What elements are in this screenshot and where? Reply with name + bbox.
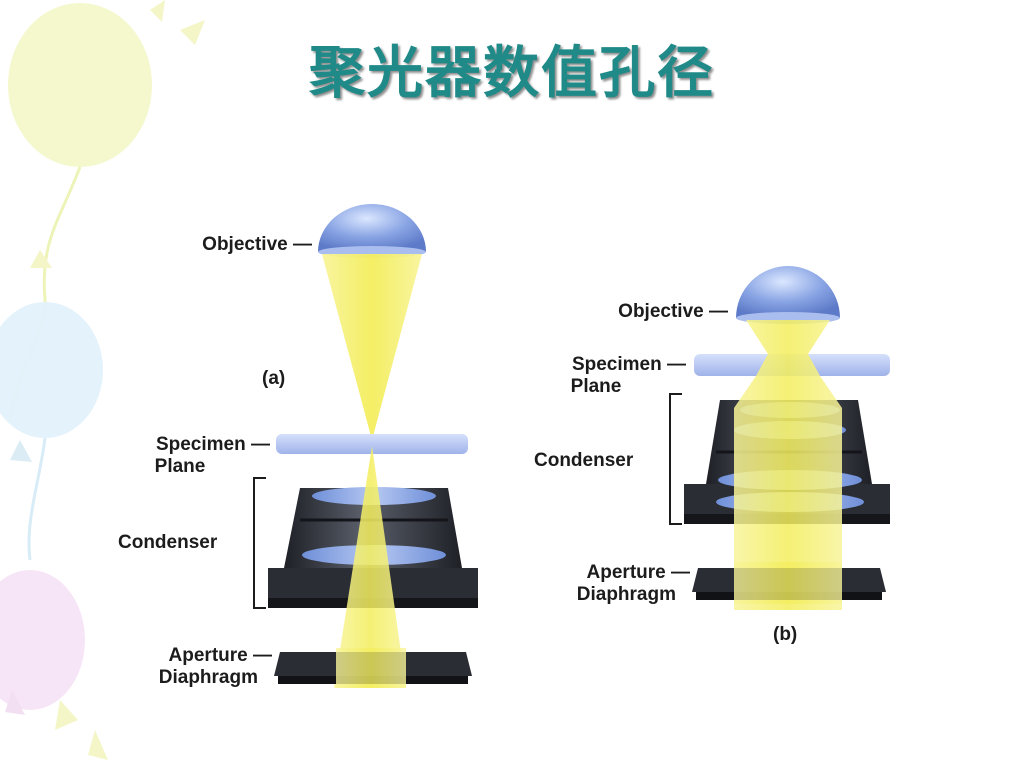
diagram-b: [669, 266, 890, 610]
aperture-diaphragm-a: [274, 648, 472, 688]
specimen-label-b: Specimen — Plane: [528, 354, 686, 398]
panel-label-a: (a): [262, 368, 286, 389]
objective-label-b: Objective —: [618, 301, 728, 322]
objective-lens-a: [318, 204, 426, 258]
objective-lens-b: [736, 266, 840, 324]
condenser-label-a: Condenser: [118, 532, 218, 553]
light-beam-b: [734, 320, 842, 610]
light-cone-lower-a: [334, 446, 406, 688]
specimen-label-b-line1: Specimen —: [571, 354, 686, 375]
condenser-bracket-a: [253, 477, 266, 609]
specimen-plane-a: [276, 434, 468, 454]
aperture-label-a-line1: Aperture —: [168, 645, 272, 666]
light-cone-upper-a: [322, 254, 422, 440]
slide-title: 聚光器数值孔径: [309, 41, 715, 106]
aperture-label-a: Aperture — Diaphragm: [112, 645, 272, 689]
aperture-label-b: Aperture — Diaphragm: [530, 562, 690, 606]
objective-label-a: Objective —: [202, 234, 312, 255]
specimen-label-b-line2: Plane: [570, 376, 622, 397]
condenser-bracket-b: [669, 393, 682, 525]
diagram-a: [253, 204, 478, 688]
aperture-label-b-line2: Diaphragm: [576, 584, 676, 605]
aperture-label-b-line1: Aperture —: [586, 562, 690, 583]
aperture-label-a-line2: Diaphragm: [158, 667, 258, 688]
specimen-label-a-line1: Specimen —: [155, 434, 270, 455]
specimen-label-a-line2: Plane: [154, 456, 206, 477]
aperture-diaphragm-b: [692, 562, 886, 604]
panel-label-b: (b): [773, 624, 798, 645]
condenser-label-b: Condenser: [534, 450, 634, 471]
specimen-label-a: Specimen — Plane: [112, 434, 270, 478]
